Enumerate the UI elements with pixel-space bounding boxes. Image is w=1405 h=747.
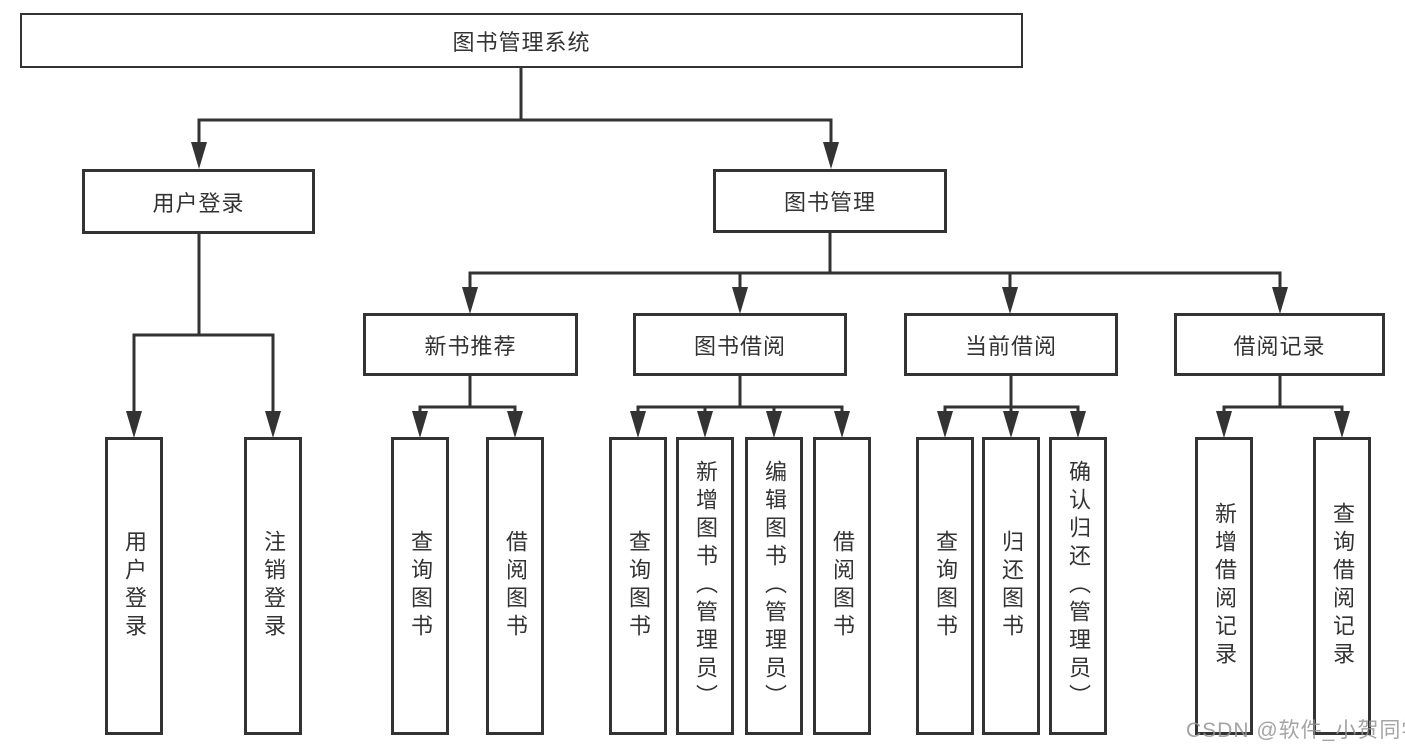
- leaf-add-books-admin: 新增图书（管理员）: [676, 437, 734, 735]
- node-label: 当前借阅: [964, 333, 1057, 359]
- csdn-watermark: CSDN @软件_小贺同学: [1186, 719, 1405, 742]
- leaf-edit-books-admin: 编辑图书（管理员）: [745, 437, 803, 735]
- leaf-confirm-return-admin: 确认归还（管理员）: [1049, 437, 1107, 735]
- node-label: 查询借阅记录: [1330, 502, 1355, 670]
- node-label: 借阅记录: [1233, 333, 1326, 359]
- leaf-add-borrow-record: 新增借阅记录: [1195, 437, 1253, 735]
- node-book-management: 图书管理: [713, 169, 947, 233]
- node-label: 用户登录: [122, 530, 147, 642]
- node-current-borrowing: 当前借阅: [904, 313, 1118, 376]
- node-label: 新书推荐: [424, 333, 517, 359]
- node-label: 新增图书（管理员）: [693, 460, 718, 712]
- node-borrowing-records: 借阅记录: [1174, 313, 1385, 376]
- leaf-query-books-current: 查询图书: [916, 437, 974, 735]
- node-user-login: 用户登录: [82, 169, 315, 234]
- node-label: 注销登录: [261, 530, 286, 642]
- node-label: 查询图书: [408, 530, 433, 642]
- node-book-borrowing: 图书借阅: [633, 313, 847, 376]
- node-library-management-system: 图书管理系统: [20, 13, 1023, 68]
- node-label: 确认归还（管理员）: [1066, 460, 1091, 712]
- node-label: 归还图书: [999, 530, 1024, 642]
- leaf-return-books: 归还图书: [982, 437, 1040, 735]
- leaf-user-login: 用户登录: [105, 437, 163, 735]
- leaf-borrow-books-recommend: 借阅图书: [486, 437, 544, 735]
- leaf-logout: 注销登录: [244, 437, 302, 735]
- node-label: 借阅图书: [503, 530, 528, 642]
- leaf-query-books-borrowing: 查询图书: [609, 437, 667, 735]
- leaf-query-borrow-record: 查询借阅记录: [1313, 437, 1371, 735]
- node-label: 图书借阅: [693, 333, 786, 359]
- leaf-borrow-books-borrowing: 借阅图书: [813, 437, 871, 735]
- node-label: 查询图书: [626, 530, 651, 642]
- node-new-book-recommendation: 新书推荐: [363, 313, 578, 376]
- node-label: 图书管理系统: [452, 29, 591, 55]
- leaf-query-books-recommend: 查询图书: [391, 437, 449, 735]
- node-label: 编辑图书（管理员）: [762, 460, 787, 712]
- node-label: 用户登录: [152, 190, 245, 216]
- node-label: 查询图书: [933, 530, 958, 642]
- node-label: 新增借阅记录: [1212, 502, 1237, 670]
- node-label: 借阅图书: [830, 530, 855, 642]
- node-label: 图书管理: [783, 190, 876, 215]
